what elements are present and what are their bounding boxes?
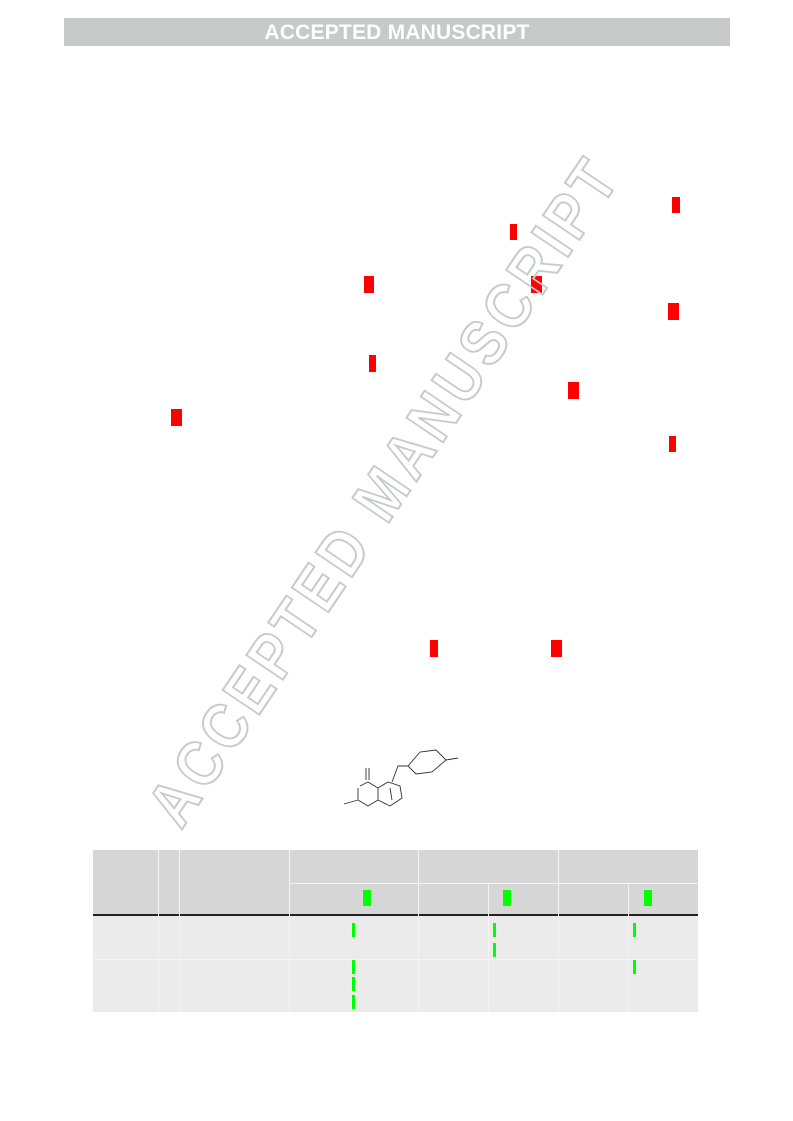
- table-divider: [289, 850, 290, 1012]
- green-marker: [352, 977, 355, 991]
- red-marker: [551, 640, 562, 657]
- table-divider: [158, 850, 159, 1012]
- accepted-manuscript-banner: ACCEPTED MANUSCRIPT: [64, 18, 730, 46]
- red-marker: [430, 640, 438, 657]
- green-marker: [363, 890, 371, 906]
- green-marker: [352, 995, 355, 1009]
- table-divider: [488, 884, 489, 1012]
- red-marker: [568, 382, 579, 399]
- table-divider: [418, 850, 419, 1012]
- table-divider: [289, 883, 698, 884]
- green-marker: [503, 890, 511, 906]
- table-body: [93, 916, 698, 1012]
- red-marker: [364, 276, 374, 293]
- red-marker: [672, 197, 680, 213]
- red-marker: [171, 409, 182, 426]
- green-marker: [352, 923, 355, 937]
- table-rule: [93, 914, 698, 916]
- table-divider: [179, 850, 180, 1012]
- table-header: [93, 850, 698, 915]
- red-marker: [369, 355, 376, 372]
- green-marker: [352, 960, 355, 974]
- red-marker: [531, 276, 542, 293]
- red-marker: [510, 224, 517, 240]
- green-marker: [493, 923, 496, 937]
- table-divider: [558, 850, 559, 1012]
- green-marker: [633, 923, 636, 937]
- green-marker: [633, 960, 636, 974]
- table-divider: [93, 959, 698, 960]
- table-divider: [628, 884, 629, 1012]
- watermark-text: ACCEPTED MANUSCRIPT: [133, 143, 634, 838]
- green-marker: [493, 943, 496, 957]
- chemical-structure-icon: [343, 749, 459, 807]
- red-marker: [668, 303, 679, 320]
- data-table: [93, 850, 698, 1012]
- green-marker: [644, 890, 652, 906]
- red-marker: [669, 436, 676, 452]
